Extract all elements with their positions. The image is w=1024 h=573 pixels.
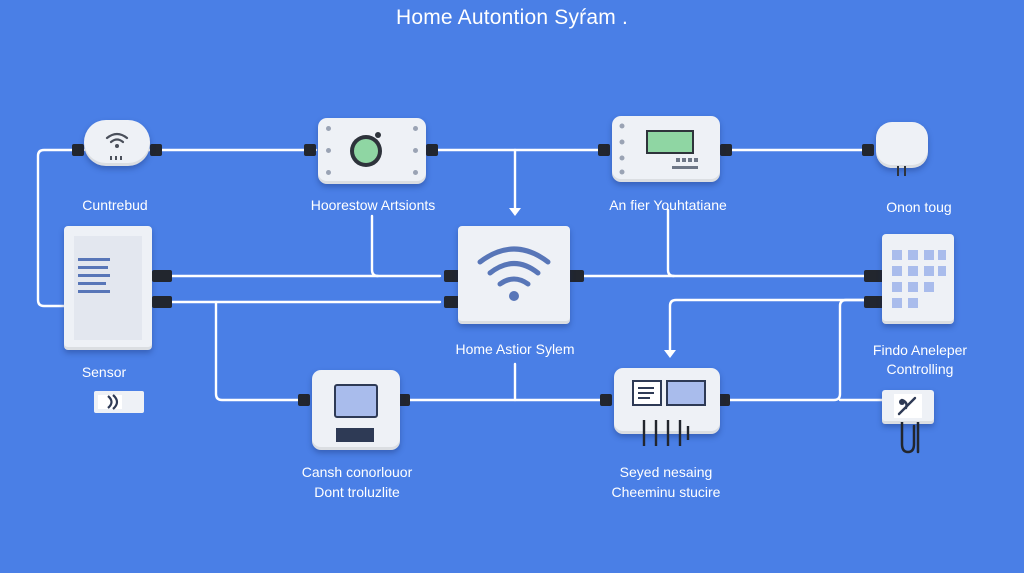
port: [152, 270, 172, 282]
button-row-icon: [619, 123, 698, 175]
monitor-label-line2: Dont troluzlite: [314, 484, 400, 500]
port: [720, 144, 732, 156]
hub-label: Home Astior Sylem: [455, 341, 575, 357]
controller-label-line1: Seyed nesaing: [619, 464, 713, 480]
cable-icon: [900, 422, 920, 454]
sensor-badge: [94, 391, 144, 413]
bulb-pins-icon: [897, 166, 906, 176]
port: [298, 394, 310, 406]
monitor-label-line1: Cansh conorlouor: [301, 464, 413, 480]
controller-pins-icon: [642, 420, 690, 446]
wire-thermostat-down: [666, 208, 676, 278]
controller-right-panel: [666, 380, 706, 406]
keypad-label-line1: Findo Aneleper: [872, 342, 968, 358]
plug-body: [882, 390, 934, 424]
sensor-label: Sensor: [81, 364, 127, 380]
port: [864, 270, 884, 282]
thermostat-body: [612, 116, 720, 182]
camera-label: Hoorestow Artsionts: [310, 197, 436, 213]
keypad-grid-icon: [892, 250, 946, 308]
thermostat-label: An fier Youhtatiane: [609, 197, 727, 213]
screw: [413, 170, 418, 175]
port: [426, 144, 438, 156]
port: [864, 296, 884, 308]
port: [444, 296, 460, 308]
bulb-label: Onon toug: [886, 199, 952, 215]
screw: [413, 148, 418, 153]
wifi-icon: [477, 246, 551, 301]
camera-lens-icon: [350, 132, 382, 167]
port: [444, 270, 460, 282]
wifi-icon: [105, 132, 129, 160]
controller-left-panel: [632, 380, 662, 406]
camera-body: [318, 118, 426, 184]
wire-controller-right: [728, 298, 868, 402]
signal-icon: [98, 394, 122, 410]
document-lines-icon: [74, 236, 142, 340]
bulb-body: [876, 122, 928, 168]
screw: [326, 170, 331, 175]
port: [152, 296, 172, 308]
list-lines-icon: [638, 387, 654, 399]
port: [598, 144, 610, 156]
tools-icon: [894, 394, 922, 418]
router-label: Cuntrebud: [82, 197, 148, 213]
wire-keypad-controller-loop: [668, 298, 868, 354]
port: [600, 394, 612, 406]
screw: [326, 126, 331, 131]
thermostat-screen: [646, 130, 694, 154]
keypad-body: [882, 234, 954, 324]
keypad-label-line2: Controlling: [886, 361, 954, 377]
port: [304, 144, 316, 156]
controller-label-line2: Cheeminu stucire: [611, 484, 721, 500]
screw: [326, 148, 331, 153]
arrow-hub-top: [509, 208, 521, 216]
port: [72, 144, 84, 156]
port: [150, 144, 162, 156]
wire-router-sensor-loop: [36, 148, 86, 308]
controller-body: [614, 368, 720, 434]
wire-left-drop: [214, 300, 302, 402]
monitor-screen: [334, 384, 378, 418]
port: [568, 270, 584, 282]
diagram-title: Home Autontion Syŕam .: [395, 6, 628, 29]
port: [862, 144, 874, 156]
port: [718, 394, 730, 406]
monitor-body: [312, 370, 400, 450]
hub-body: [458, 226, 570, 324]
monitor-slot: [336, 428, 374, 442]
sensor-body: [64, 226, 152, 350]
wire-camera-down: [370, 214, 380, 278]
arrow-controller-top: [664, 350, 676, 358]
port: [398, 394, 410, 406]
router-body: [84, 120, 150, 166]
screw: [413, 126, 418, 131]
